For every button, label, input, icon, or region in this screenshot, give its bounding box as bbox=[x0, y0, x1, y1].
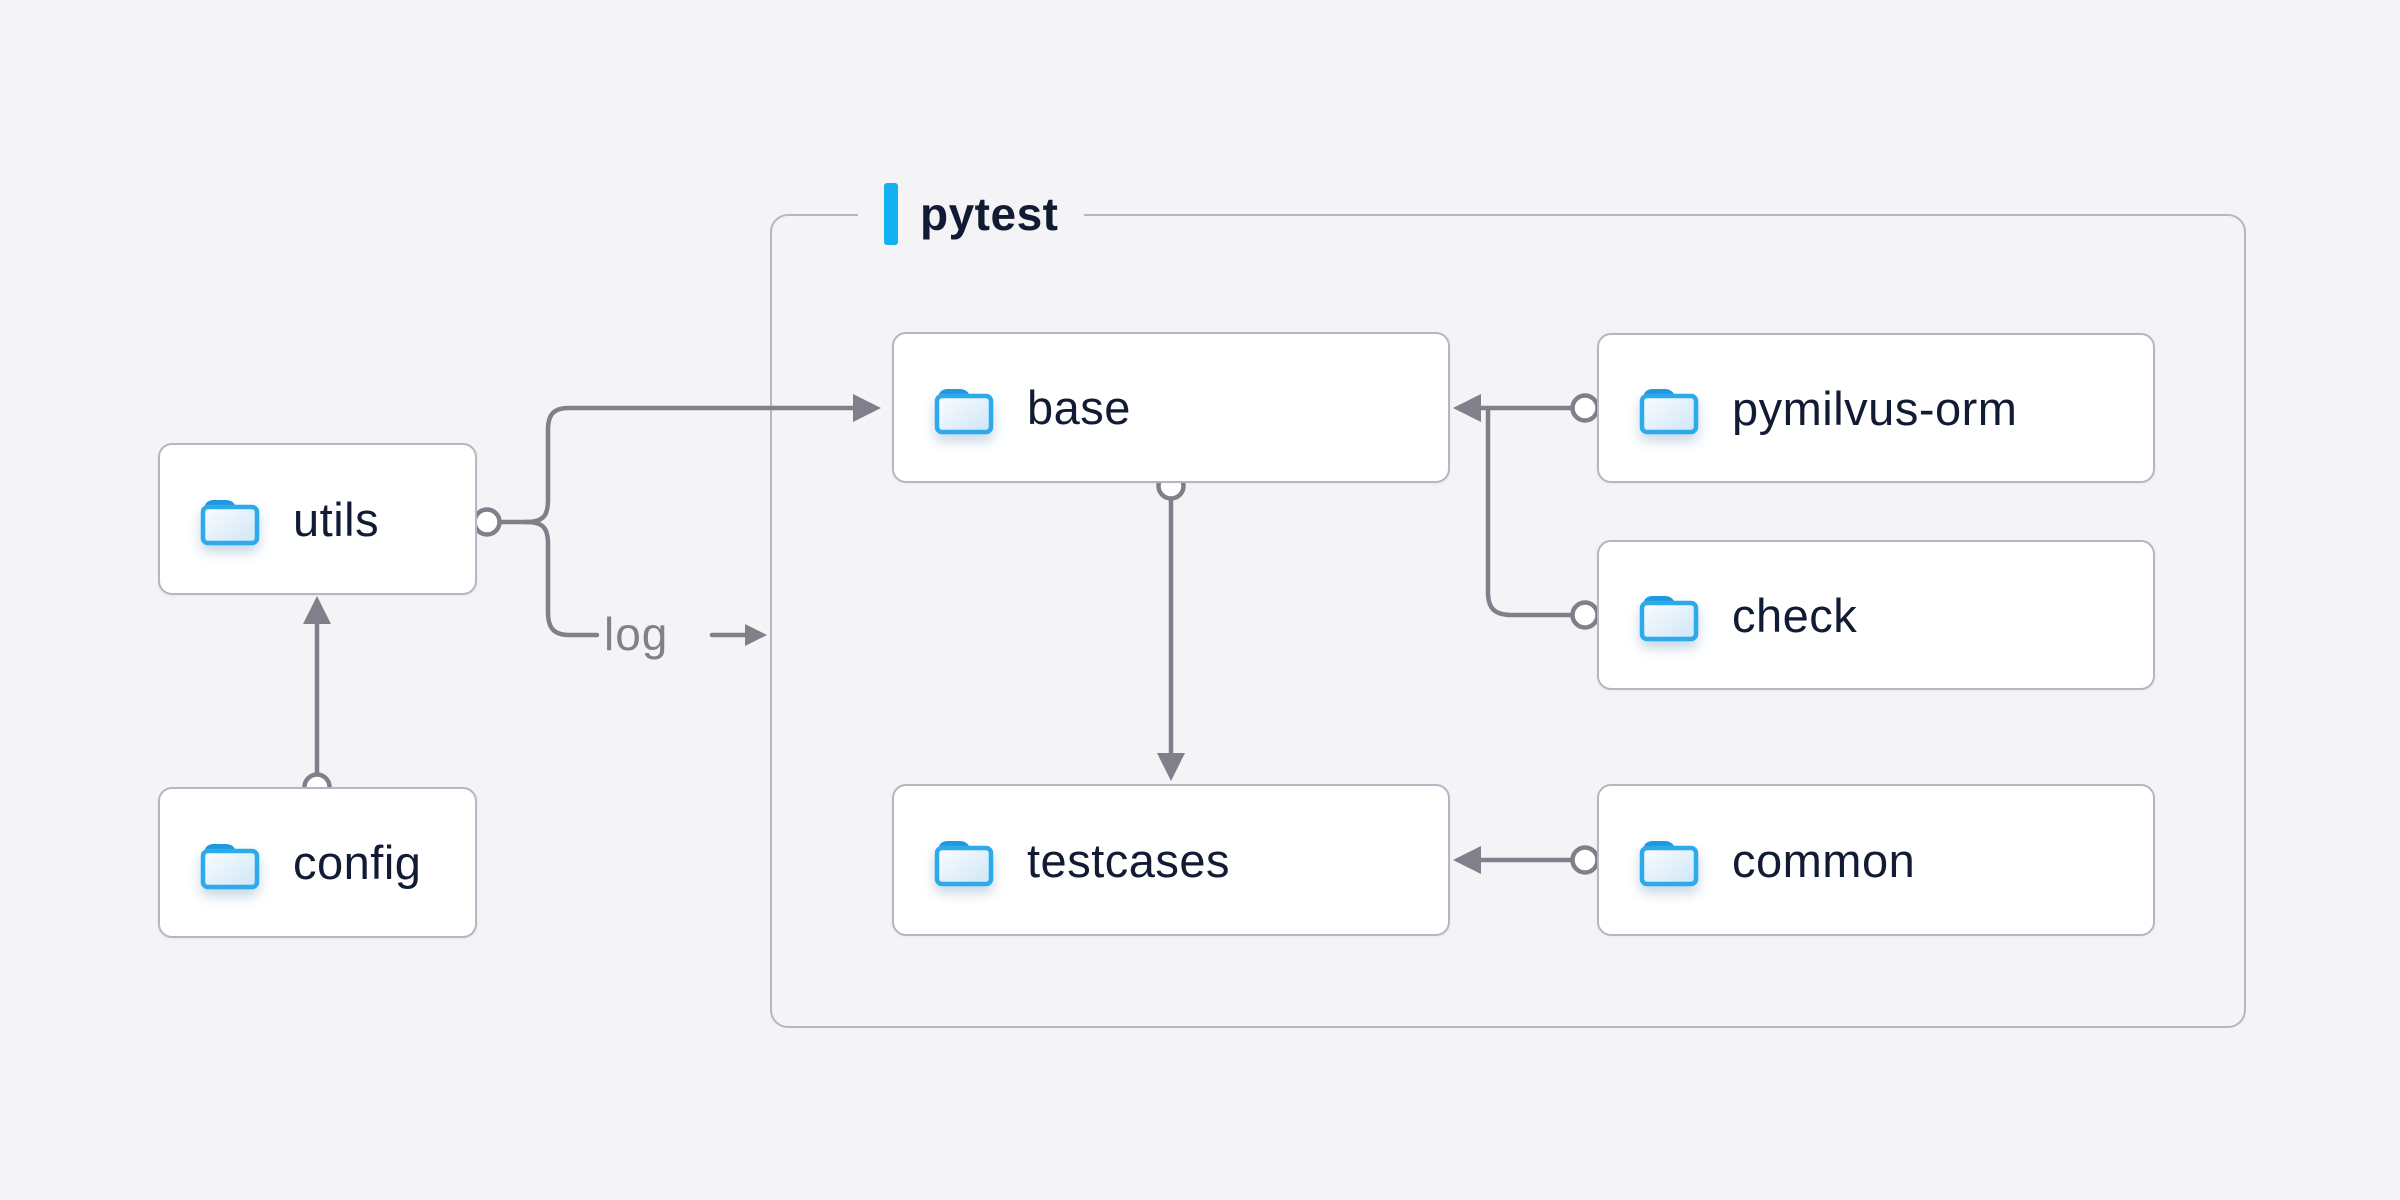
log-edge-label: log bbox=[604, 608, 669, 660]
node-common: common bbox=[1597, 784, 2155, 936]
pytest-group-label: pytest bbox=[858, 181, 1085, 247]
node-label: testcases bbox=[1027, 833, 1231, 887]
folder-icon bbox=[931, 832, 997, 888]
accent-bar bbox=[884, 183, 898, 245]
pytest-group-container bbox=[770, 214, 2246, 1028]
node-label: common bbox=[1732, 833, 1916, 887]
node-check: check bbox=[1597, 540, 2155, 690]
node-base: base bbox=[892, 332, 1450, 483]
folder-icon bbox=[931, 380, 997, 436]
node-testcases: testcases bbox=[892, 784, 1450, 936]
edge-dot-utils bbox=[472, 507, 502, 537]
node-label: utils bbox=[293, 492, 380, 546]
node-label: base bbox=[1027, 381, 1131, 434]
node-config: config bbox=[158, 787, 477, 938]
folder-icon bbox=[197, 491, 263, 547]
node-label: pymilvus-orm bbox=[1732, 381, 2018, 435]
folder-icon bbox=[1636, 380, 1702, 436]
node-pymilvus-orm: pymilvus-orm bbox=[1597, 333, 2155, 483]
node-utils: utils bbox=[158, 443, 477, 595]
node-label: check bbox=[1732, 588, 1858, 642]
folder-icon bbox=[197, 835, 263, 891]
folder-icon bbox=[1636, 832, 1702, 888]
pytest-group-label-text: pytest bbox=[920, 188, 1059, 240]
folder-icon bbox=[1636, 587, 1702, 643]
node-label: config bbox=[293, 836, 422, 889]
edge-config-utils bbox=[302, 596, 332, 802]
